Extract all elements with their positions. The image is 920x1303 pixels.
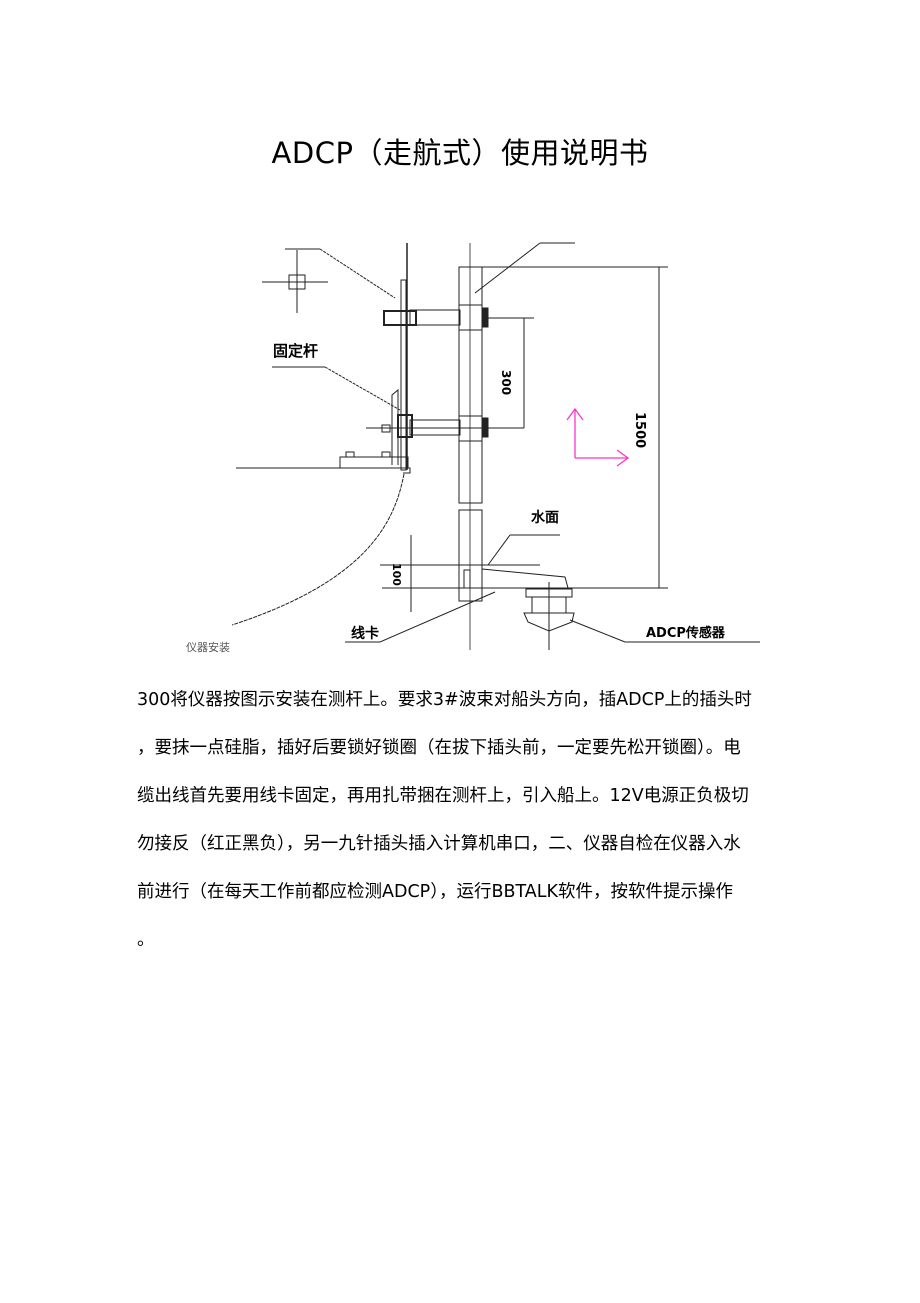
label-fixed-rod: 固定杆 [273, 342, 318, 360]
label-sensor: ADCP传感器 [646, 625, 726, 641]
body-line: 前进行（在每天工作前都应检测ADCP），运行BBTALK软件，按软件提示操作 [137, 882, 734, 902]
dim-300: 300 [499, 370, 513, 395]
body-line: 缆出线首先要用线卡固定，再用扎带捆在测杆上，引入船上。12V电源正负极切 [137, 786, 749, 806]
body-line: 勿接反（红正黑负），另一九针插头插入计算机串口，二、仪器自检在仪器入水 [137, 834, 741, 854]
body-line: 300将仪器按图示安装在测杆上。要求3#波束对船头方向，插ADCP上的插头时 [137, 690, 752, 710]
document-title: ADCP（走航式）使用说明书 [271, 136, 649, 170]
label-cable-clip: 线卡 [351, 625, 379, 642]
direction-arrows-icon [566, 407, 630, 467]
body-paragraph: 300将仪器按图示安装在测杆上。要求3#波束对船头方向，插ADCP上的插头时 ，… [137, 676, 789, 964]
adcp-sensor [523, 582, 760, 650]
pole-lower [458, 509, 483, 602]
figure-caption: 仪器安装 [186, 641, 230, 654]
pole-upper [458, 266, 483, 504]
body-line: 。 [137, 930, 155, 950]
dim-100: 100 [390, 563, 403, 586]
body-line: ，要抹一点硅脂，插好后要锁好锁圈（在拔下插头前，一定要先松开锁圈）。电 [137, 738, 741, 758]
label-water-surface: 水面 [531, 509, 559, 526]
installation-diagram: 固定杆 水面 线卡 ADCP传感器 300 1500 100 [231, 242, 760, 650]
crosshair-mark [262, 248, 396, 313]
dim-1500: 1500 [632, 412, 647, 448]
